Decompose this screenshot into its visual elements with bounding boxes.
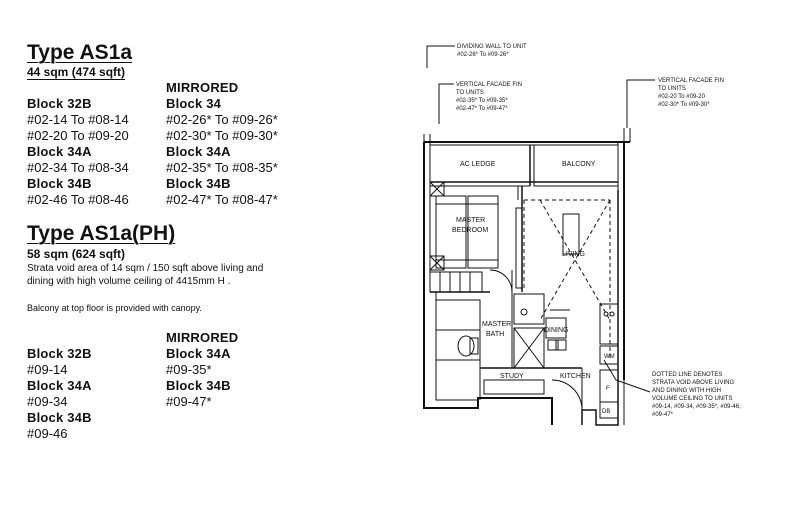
kitchen-area [551,303,619,419]
master-bath [435,292,582,400]
unit-range-mirrored: #02-35* To #08-35* [166,160,278,175]
unit-range-mirrored: #02-30* To #09-30* [166,128,278,143]
type-as1a-ph-title: Type AS1a(PH) [27,222,176,245]
type-as1a-title: Type AS1a [27,41,133,64]
room-label-master-bath: MASTER [482,321,511,328]
ac-ledge-balcony [430,145,618,187]
annotation-strata-void: #09-47* [652,412,674,418]
annotation-strata-void: AND DINING WITH HIGH [652,388,721,394]
block-heading-ph: Block 34A [27,378,92,393]
unit-range-mirrored: #02-26* To #09-26* [166,112,278,127]
strata-void-note-2: dining with high volume ceiling of 4415m… [27,276,231,287]
annotation-strata-void: VOLUME CEILING TO UNITS [652,396,732,402]
block-heading-mirrored: Block 34A [166,144,231,159]
room-label-db: DB [602,409,610,415]
annotation-leaders [426,45,655,393]
room-label-balcony: BALCONY [562,161,596,168]
block-heading-ph-mirrored: Block 34B [166,378,231,393]
block-heading-ph-mirrored: Block 34A [166,346,231,361]
annotation-fin-left: VERTICAL FACADE FIN [456,82,522,88]
annotation-fin-right: TO UNITS [658,86,686,92]
room-label-master-bath: BATH [486,331,504,338]
block-heading-ph: Block 34B [27,410,92,425]
block-heading-ph: Block 32B [27,346,92,361]
dining-area [545,309,570,351]
room-label-master-bedroom: BEDROOM [452,227,488,234]
unit-ph-mirrored: #09-35* [166,362,212,377]
room-label-living: LIVING [562,251,585,258]
study-area [483,379,545,395]
strata-void-note: Strata void area of 14 sqm / 150 sqft ab… [27,263,264,274]
mirrored-label: MIRRORED [166,80,239,95]
unit-ph-mirrored: #09-47* [166,394,212,409]
facade [423,128,631,146]
outer-walls [423,142,625,426]
annotation-fin-right: VERTICAL FACADE FIN [658,78,724,84]
annotation-dividing-wall: #02-26* To #09-26* [457,52,509,58]
room-label-master-bedroom: MASTER [456,217,485,224]
block-heading-mirrored: Block 34 [166,96,222,111]
unit-range: #02-34 To #08-34 [27,160,129,175]
annotation-fin-right: #02-20 To #09-20 [658,94,706,100]
unit-range: #02-14 To #08-14 [27,112,129,127]
annotation-fin-left: #02-47* To #09-47* [456,106,508,112]
room-label-ac-ledge: AC LEDGE [460,161,496,168]
type-as1a-ph-size: 58 sqm (624 sqft) [27,247,126,261]
annotation-strata-void: #09-14, #09-34, #09-35*, #09-46, [652,404,741,410]
annotation-fin-left: #02-35* To #09-35* [456,98,508,104]
block-heading: Block 34B [27,176,92,191]
unit-ph: #09-46 [27,426,68,441]
unit-range: #02-20 To #09-20 [27,128,129,143]
unit-range: #02-46 To #08-46 [27,192,129,207]
annotation-fin-right: #02-30* To #09-30* [658,102,710,108]
block-heading-mirrored: Block 34B [166,176,231,191]
room-label-dining: DINING [544,327,569,334]
type-as1a-size: 44 sqm (474 sqft) [27,65,126,79]
block-heading: Block 34A [27,144,92,159]
room-label-f: F [606,386,610,392]
room-label-kitchen: KITCHEN [560,373,591,380]
annotation-dividing-wall: DIVIDING WALL TO UNIT [457,44,527,50]
block-heading: Block 32B [27,96,92,111]
room-label-study: STUDY [500,373,524,380]
annotation-fin-left: TO UNITS [456,90,484,96]
balcony-canopy-note: Balcony at top floor is provided with ca… [27,303,202,313]
master-bedroom [429,181,523,293]
room-label-wm: WM [604,354,615,360]
mirrored-label-ph: MIRRORED [166,330,239,345]
strata-void-outline [523,199,611,360]
unit-ph: #09-34 [27,394,68,409]
living-area [515,207,580,289]
unit-ph: #09-14 [27,362,68,377]
unit-range-mirrored: #02-47* To #08-47* [166,192,278,207]
annotation-strata-void: DOTTED LINE DENOTES [652,372,722,378]
annotation-strata-void: STRATA VOID ABOVE LIVING [652,380,734,386]
